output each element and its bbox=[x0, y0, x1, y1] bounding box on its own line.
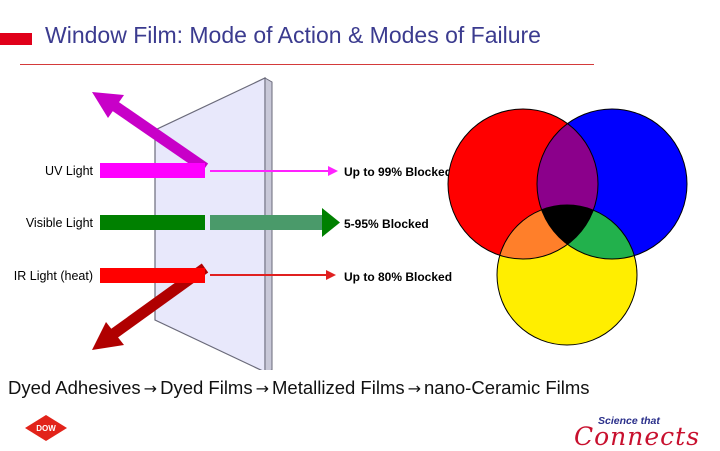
title-divider bbox=[20, 64, 594, 65]
slide-title: Window Film: Mode of Action & Modes of F… bbox=[45, 22, 541, 49]
visible-light-label: Visible Light bbox=[26, 216, 94, 230]
chain-step: Dyed Films bbox=[160, 377, 253, 398]
chain-arrow-icon: → bbox=[408, 379, 421, 398]
uv-light-label: UV Light bbox=[45, 164, 93, 178]
window-film-diagram: UV Light Visible Light IR Light (heat) U… bbox=[0, 70, 720, 370]
chain-step: Metallized Films bbox=[272, 377, 405, 398]
uv-result-label: Up to 99% Blocked bbox=[344, 165, 452, 179]
chain-arrow-icon: → bbox=[144, 379, 157, 398]
logo-wordmark: Connects bbox=[574, 422, 700, 451]
chain-arrow-icon: → bbox=[256, 379, 269, 398]
ir-light-label: IR Light (heat) bbox=[14, 269, 93, 283]
science-that-connects-logo: Science that Connects bbox=[574, 416, 714, 446]
visible-result-label: 5-95% Blocked bbox=[344, 217, 429, 231]
film-technology-chain: Dyed Adhesives→Dyed Films→Metallized Fil… bbox=[8, 377, 590, 399]
visible-incoming-bar bbox=[100, 215, 205, 230]
color-venn-diagram bbox=[448, 109, 687, 345]
ir-result-label: Up to 80% Blocked bbox=[344, 270, 452, 284]
accent-tab bbox=[0, 33, 32, 45]
dow-logo: DOW bbox=[24, 414, 68, 442]
svg-text:DOW: DOW bbox=[36, 424, 56, 433]
chain-step: nano-Ceramic Films bbox=[424, 377, 590, 398]
chain-step: Dyed Adhesives bbox=[8, 377, 141, 398]
ir-incoming-bar bbox=[100, 268, 205, 283]
uv-incoming-bar bbox=[100, 163, 205, 178]
